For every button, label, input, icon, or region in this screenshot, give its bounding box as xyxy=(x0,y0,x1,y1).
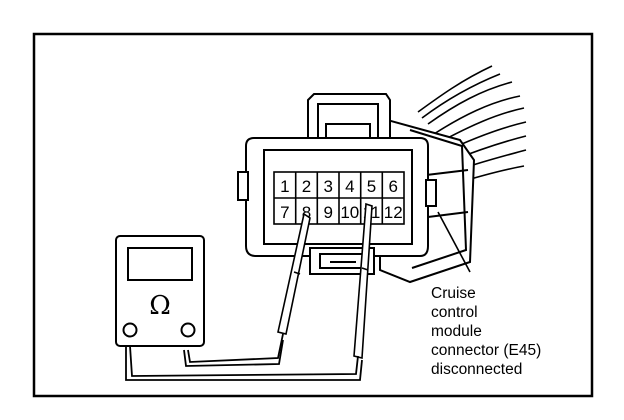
caption-line: Cruise xyxy=(431,285,476,302)
pin-label: 12 xyxy=(384,203,403,222)
caption-line: module xyxy=(431,323,482,340)
pin-label: 4 xyxy=(345,177,354,196)
pin-label: 10 xyxy=(340,203,359,222)
pin-label: 1 xyxy=(280,177,289,196)
pin-labels-top: 1 2 3 4 5 6 xyxy=(280,177,398,196)
ohmmeter-terminal-right xyxy=(180,322,196,338)
probe-leads xyxy=(125,333,363,381)
test-probe-left xyxy=(277,212,311,335)
ohmmeter-display xyxy=(127,247,193,281)
pin-label: 5 xyxy=(367,177,376,196)
ohmmeter-terminal-left xyxy=(122,322,138,338)
pin-label: 6 xyxy=(388,177,397,196)
pin-label: 3 xyxy=(323,177,332,196)
pin-label: 7 xyxy=(280,203,289,222)
caption-line: control xyxy=(431,304,478,321)
figure-frame xyxy=(32,32,594,398)
caption-line: disconnected xyxy=(431,361,523,378)
pin-label: 8 xyxy=(302,203,311,222)
ohmmeter xyxy=(115,235,205,347)
pin-label: 2 xyxy=(302,177,311,196)
ohm-symbol: Ω xyxy=(149,291,171,321)
caption-leader-line xyxy=(437,211,471,273)
connector-caption: Cruise control module connector (E45) di… xyxy=(431,284,581,379)
pin-label: 9 xyxy=(323,203,332,222)
test-probe-right xyxy=(353,202,373,360)
pin-grid xyxy=(273,171,405,225)
caption-line: connector (E45) xyxy=(431,342,542,359)
